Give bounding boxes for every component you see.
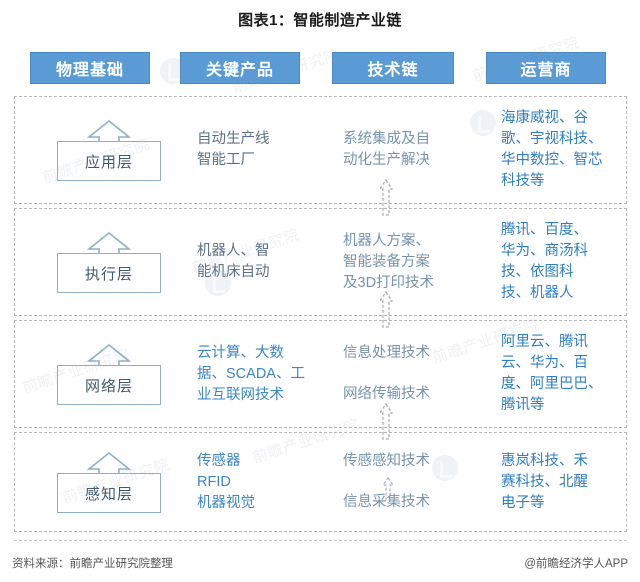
cell-text: 信息处理技术: [343, 345, 430, 361]
cell-text: 海康威视、谷 歌、宇视科技、 华中数控、智芯 科技等: [501, 110, 603, 189]
footer-divider: [14, 540, 627, 541]
column-headers: 物理基础 关键产品 技术链 运营商: [0, 52, 640, 86]
attribution-note: @前瞻经济学人APP: [524, 558, 628, 570]
layer-row-network: 网络层 云计算、大数 据、SCADA、工 业互联网技术 信息处理技术 网络传输技…: [14, 320, 627, 428]
cell-operators: 惠岚科技、禾 赛科技、北醒 电子等: [487, 433, 633, 531]
footer: 资料来源：前瞻产业研究院整理 @前瞻经济学人APP: [0, 552, 640, 574]
cell-technology-chain: 信息处理技术 网络传输技术: [333, 321, 485, 427]
cell-key-products: 传感器 RFID 机器视觉: [183, 433, 329, 531]
cell-text: 机器人、智 能机床自动: [197, 243, 270, 280]
cell-key-products: 机器人、智 能机床自动: [183, 209, 329, 315]
layer-row-perception: 感知层 传感器 RFID 机器视觉 传感感知技术 信息采集技术 惠岚科技、禾 赛…: [14, 432, 627, 532]
cell-text-secondary: 信息采集技术: [343, 494, 430, 510]
cell-technology-chain: 传感感知技术 信息采集技术: [333, 433, 485, 531]
header-physical-foundation[interactable]: 物理基础: [30, 52, 150, 84]
connector-arrow-network-to-execution: [378, 290, 394, 328]
inner-up-arrow-icon: [381, 477, 395, 501]
cell-text-secondary: 网络传输技术: [343, 386, 430, 402]
source-note: 资料来源：前瞻产业研究院整理: [12, 558, 173, 570]
cell-text: 传感感知技术: [343, 453, 430, 469]
layer-badge-execution: 执行层: [57, 231, 161, 293]
layer-row-application: 应用层 自动生产线 智能工厂 系统集成及自 动化生产解决 海康威视、谷 歌、宇视…: [14, 96, 627, 204]
header-key-products[interactable]: 关键产品: [180, 52, 300, 84]
cell-technology-chain: 机器人方案、 智能装备方案 及3D打印技术: [333, 209, 485, 315]
layer-badge-perception: 感知层: [57, 451, 161, 513]
page-title: 图表1：智能制造产业链: [238, 12, 402, 29]
cell-text: 传感器 RFID 机器视觉: [197, 452, 255, 511]
cell-text: 机器人方案、 智能装备方案 及3D打印技术: [343, 232, 435, 291]
cell-text: 云计算、大数 据、SCADA、工 业互联网技术: [197, 344, 305, 403]
layer-badge-network: 网络层: [57, 343, 161, 405]
layer-row-execution: 执行层 机器人、智 能机床自动 机器人方案、 智能装备方案 及3D打印技术 腾讯…: [14, 208, 627, 316]
connector-arrow-perception-to-network: [378, 402, 394, 440]
cell-text: 腾讯、百度、 华为、商汤科 技、依图科 技、机器人: [501, 222, 588, 301]
cell-text: 系统集成及自 动化生产解决: [343, 131, 430, 168]
layer-label: 应用层: [57, 141, 161, 181]
cell-operators: 阿里云、腾讯 云、华为、百 度、阿里巴巴、 腾讯等: [487, 321, 633, 427]
layer-badge-application: 应用层: [57, 119, 161, 181]
header-technology-chain[interactable]: 技术链: [332, 52, 454, 84]
cell-key-products: 自动生产线 智能工厂: [183, 97, 329, 203]
header-operators[interactable]: 运营商: [486, 52, 606, 84]
cell-operators: 腾讯、百度、 华为、商汤科 技、依图科 技、机器人: [487, 209, 633, 315]
cell-text: 阿里云、腾讯 云、华为、百 度、阿里巴巴、 腾讯等: [501, 334, 603, 413]
cell-text: 自动生产线 智能工厂: [197, 131, 270, 168]
cell-technology-chain: 系统集成及自 动化生产解决: [333, 97, 485, 203]
layer-label: 执行层: [57, 253, 161, 293]
cell-key-products: 云计算、大数 据、SCADA、工 业互联网技术: [183, 321, 329, 427]
connector-arrow-execution-to-application: [378, 178, 394, 216]
cell-text: 惠岚科技、禾 赛科技、北醒 电子等: [501, 452, 588, 511]
cell-operators: 海康威视、谷 歌、宇视科技、 华中数控、智芯 科技等: [487, 97, 633, 203]
layer-label: 网络层: [57, 365, 161, 405]
layer-label: 感知层: [57, 473, 161, 513]
